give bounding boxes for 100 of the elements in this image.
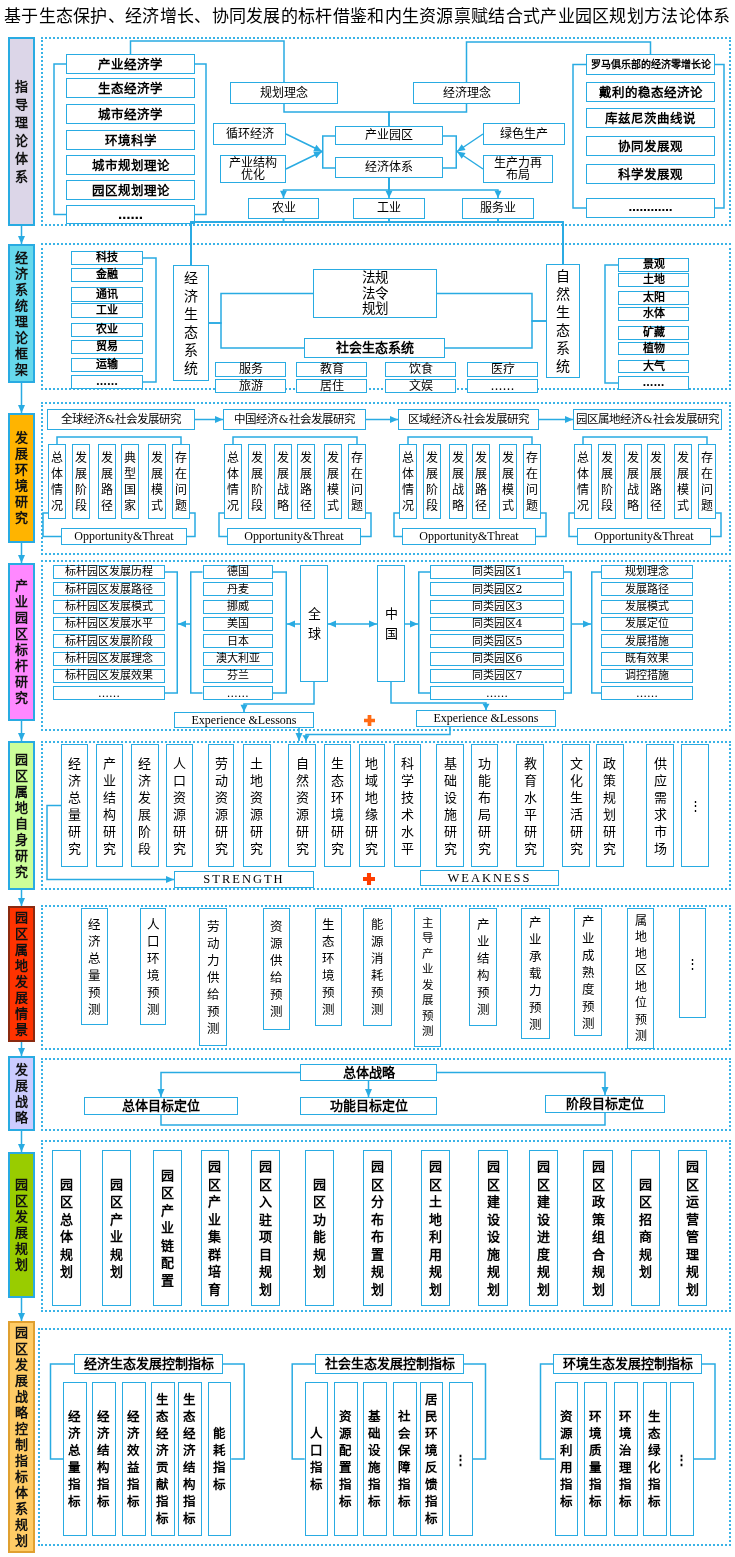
connector-line [291,1363,316,1460]
forecast-box: 资源供给预测 [262,908,290,1030]
topic-box: 存在问题 [348,444,366,519]
arrow [365,1080,372,1098]
list-item-box: 土地 [618,273,689,287]
plan-box: 园区功能规划 [304,1150,334,1306]
bracket-line [418,571,430,695]
theory-box: 库兹尼茨曲线说 [586,108,715,128]
connector-line [535,512,547,538]
arrow [18,382,25,414]
arrow [18,1130,25,1153]
list-item-box: 工业 [71,303,143,318]
list-item-box: 太阳 [618,291,689,305]
list-item-box: 科技 [71,251,143,265]
plan-box: 园区产业集群培育 [200,1150,229,1306]
arrow [571,620,592,628]
research-header-box: 全球经济&社会发展研究 [47,409,195,430]
plan-box: 园区产业链配置 [153,1150,182,1306]
plan-box: 园区土地利用规划 [421,1150,450,1306]
list-item-box: 美国 [202,616,273,631]
theory-box: 环境科学 [66,130,195,150]
section-panel [38,1328,731,1546]
service-box: 饮食 [385,362,456,377]
connector-line [42,512,62,538]
topic-box: 发展模式 [148,444,166,519]
topic-box: 发展模式 [499,444,517,519]
forecast-box: 生态环境预测 [315,908,342,1026]
topic-box: 基础设施研究 [436,744,464,867]
list-item-box: 同类园区5 [430,634,564,649]
forecast-box: 属地地区地位预测 [627,908,654,1049]
result-box: WEAKNESS [420,870,559,886]
indicator-box: 生态经济贡献指标 [151,1382,175,1536]
indicator-box: 资源利用指标 [554,1382,579,1536]
topic-box: 劳动资源研究 [208,744,234,867]
topic-box: 人口资源研究 [166,744,193,867]
plan-box: 园区运营管理规划 [677,1150,707,1306]
indicator-box: 环境质量指标 [583,1382,608,1536]
topic-box: 总体情况 [48,444,66,519]
section-label: 园区属地发展情景 [8,906,35,1042]
service-box: …… [467,379,538,393]
connector-line [208,322,305,349]
section-label: 产业园区标杆研究 [8,563,35,721]
forecast-box: 主导产业发展预测 [413,908,441,1047]
arrow [327,620,378,628]
list-item-box: 发展定位 [601,616,693,631]
list-item-box: 金融 [71,268,143,282]
list-item-box: 水体 [618,307,689,321]
topic-box: 功能布局研究 [471,744,498,867]
theory-box: ………… [586,198,715,218]
bracket-line [322,134,335,169]
region-box: 全球 [300,565,328,682]
connector-line [222,1363,245,1460]
bracket-line [273,571,287,695]
concept-box: 经济理念 [413,82,520,104]
section-panel [41,243,731,390]
section-panel [41,905,731,1050]
indicator-box: 资源配置指标 [334,1382,358,1536]
factor-box: 循环经济 [213,123,286,145]
connector-line [444,320,547,349]
arrow [18,889,25,907]
list-item-box: 丹麦 [202,582,273,597]
plan-box: 园区招商规划 [630,1150,660,1306]
list-item-box: 同类园区6 [430,651,564,666]
system-box: 社会生态系统 [304,338,445,358]
arrow [285,133,323,153]
indicator-box: 经济总量指标 [63,1382,87,1536]
system-box: 经济生态系统 [173,265,209,381]
list-item-box: 同类园区3 [430,599,564,614]
indicator-box: 能耗指标 [207,1382,232,1536]
topic-box: 发展模式 [324,444,342,519]
list-item-box: 通讯 [71,287,143,302]
arrow [436,1071,609,1096]
arrow [157,1071,301,1098]
indicator-group-box: 经济生态发展控制指标 [74,1354,223,1374]
arrow [404,620,419,628]
list-item-box: 调控措施 [601,668,693,683]
list-item-box: 标杆园区发展阶段 [53,634,165,649]
topic-box: 典型国家 [121,444,139,519]
topic-box: 存在问题 [698,444,716,519]
topic-box: 发展战略 [274,444,292,519]
section-label: 园区发展战略控制指标体系规划 [8,1321,35,1553]
topic-box: ⋮ [681,744,709,867]
topic-box: 发展路径 [647,444,665,519]
connector-line [360,512,372,538]
topic-box: 总体情况 [574,444,592,519]
factor-box: 产业结构优化 [220,155,286,183]
sector-box: 农业 [248,198,319,219]
topic-box: 发展战略 [449,444,467,519]
list-item-box: 标杆园区发展理念 [53,651,165,666]
indicator-box: 居民环境反馈指标 [419,1382,444,1536]
strategy-box: 阶段目标定位 [545,1095,665,1113]
plan-box: 园区分布布置规划 [363,1150,392,1306]
list-item-box: 同类园区1 [430,565,564,579]
bracket-line [190,571,203,695]
list-item-box: 发展模式 [601,599,693,614]
plan-box: 园区总体规划 [51,1150,81,1306]
section-label: 发展战略 [8,1056,35,1131]
section-label: 园区属地自身研究 [8,741,35,890]
indicator-box: 环境治理指标 [614,1382,638,1536]
topic-box: 发展阶段 [423,444,441,519]
